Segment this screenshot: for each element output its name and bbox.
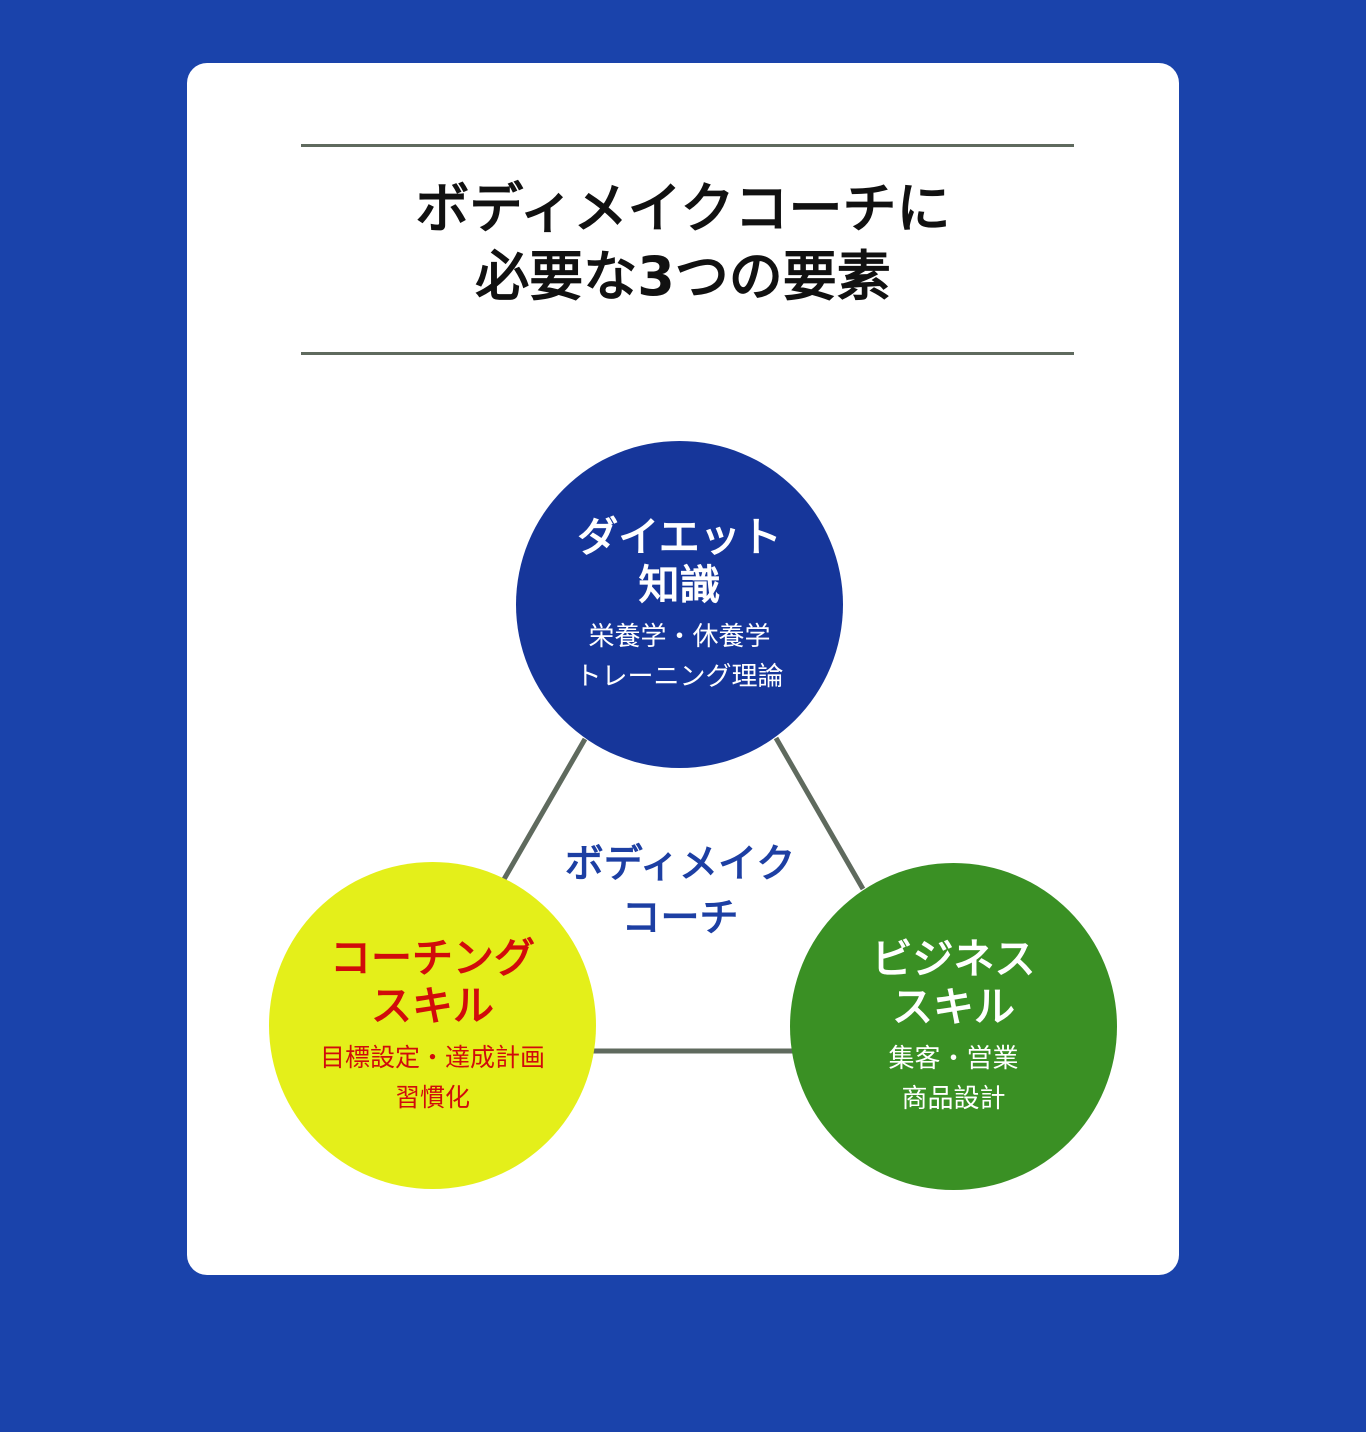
connector-diet-coaching: [500, 737, 588, 883]
center-label: ボディメイク コーチ: [527, 838, 833, 946]
page-title: ボディメイクコーチに 必要な3つの要素: [247, 175, 1119, 311]
content-card: ボディメイクコーチに 必要な3つの要素 ダイエット 知識 栄養学・休養学 トレー…: [187, 63, 1179, 1275]
node-diet-heading-line-1: ダイエット: [577, 512, 782, 561]
node-business-heading-line-2: スキル: [892, 982, 1015, 1031]
title-line-1: ボディメイクコーチに: [415, 177, 951, 240]
node-diet-detail: 栄養学・休養学 トレーニング理論: [575, 617, 783, 697]
connector-diet-business: [773, 736, 866, 891]
center-label-line-2: コーチ: [621, 896, 739, 941]
title-rule-bottom: [301, 352, 1074, 355]
node-diet-detail-line-2: トレーニング理論: [575, 661, 784, 692]
node-coaching-detail: 目標設定・達成計画 習慣化: [320, 1038, 545, 1118]
node-diet-heading-line-2: 知識: [638, 560, 721, 609]
node-business-detail: 集客・営業 商品設計: [888, 1039, 1018, 1119]
node-business-heading: ビジネス スキル: [872, 935, 1036, 1031]
title-line-2: 必要な3つの要素: [475, 245, 891, 308]
node-business-heading-line-1: ビジネス: [871, 934, 1036, 983]
node-diet-knowledge: ダイエット 知識 栄養学・休養学 トレーニング理論: [516, 441, 843, 768]
node-business-detail-line-1: 集客・営業: [888, 1043, 1019, 1074]
node-coaching-skill: コーチング スキル 目標設定・達成計画 習慣化: [269, 862, 596, 1189]
node-coaching-detail-line-2: 習慣化: [394, 1082, 470, 1112]
node-coaching-heading-line-1: コーチング: [330, 933, 535, 982]
title-rule-top: [301, 144, 1074, 147]
node-coaching-heading-line-2: スキル: [371, 981, 494, 1030]
node-diet-heading: ダイエット 知識: [577, 513, 782, 609]
node-coaching-heading: コーチング スキル: [330, 934, 535, 1030]
node-diet-detail-line-1: 栄養学・休養学: [588, 621, 771, 652]
node-business-skill: ビジネス スキル 集客・営業 商品設計: [790, 863, 1117, 1190]
center-label-line-1: ボディメイク: [564, 842, 796, 887]
node-business-detail-line-2: 商品設計: [901, 1083, 1006, 1114]
node-coaching-detail-line-1: 目標設定・達成計画: [319, 1042, 545, 1072]
connector-lines: [500, 736, 866, 1054]
